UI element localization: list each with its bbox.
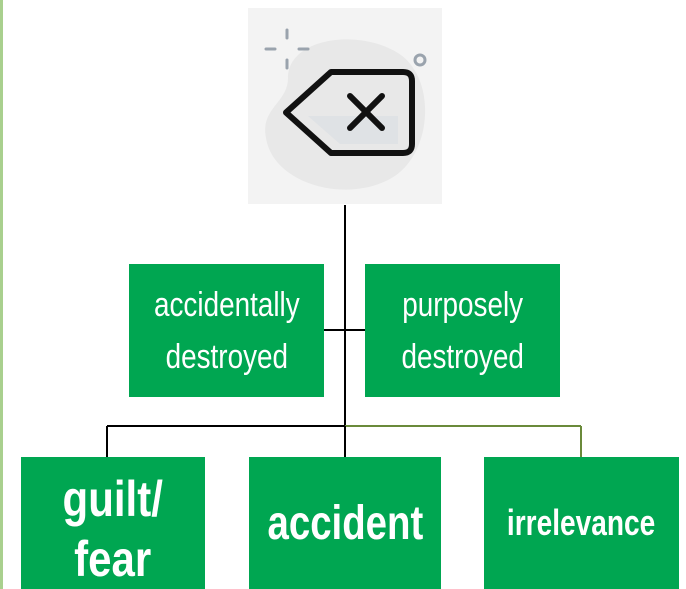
small-circle-icon (413, 53, 427, 67)
backspace-outline-icon (283, 69, 415, 156)
node-guilt-fear: guilt/ fear (21, 457, 205, 589)
label-line-2: destroyed (165, 337, 288, 376)
node-purposely-destroyed-label: purposely destroyed (401, 279, 523, 383)
left-accent-rule (0, 0, 3, 589)
backspace-delete-icon (264, 28, 427, 190)
label-line-1: purposely (402, 285, 523, 324)
x-mark-icon (347, 93, 385, 131)
node-irrelevance: irrelevance (484, 457, 679, 589)
label-line-1: accidentally (153, 285, 300, 324)
node-purposely-destroyed: purposely destroyed (365, 264, 560, 397)
sparkle-icon (264, 28, 310, 70)
label-line-1: guilt/ (62, 471, 164, 527)
node-irrelevance-label: irrelevance (507, 502, 656, 543)
node-accidentally-destroyed-label: accidentally destroyed (154, 279, 300, 383)
node-guilt-fear-label: guilt/ fear (63, 469, 163, 589)
label-line-2: destroyed (401, 337, 524, 376)
label-line-2: fear (74, 531, 152, 587)
root-icon-tile (248, 8, 442, 204)
node-accidentally-destroyed: accidentally destroyed (129, 264, 324, 397)
node-accident: accident (249, 457, 441, 589)
node-accident-label: accident (267, 496, 423, 550)
